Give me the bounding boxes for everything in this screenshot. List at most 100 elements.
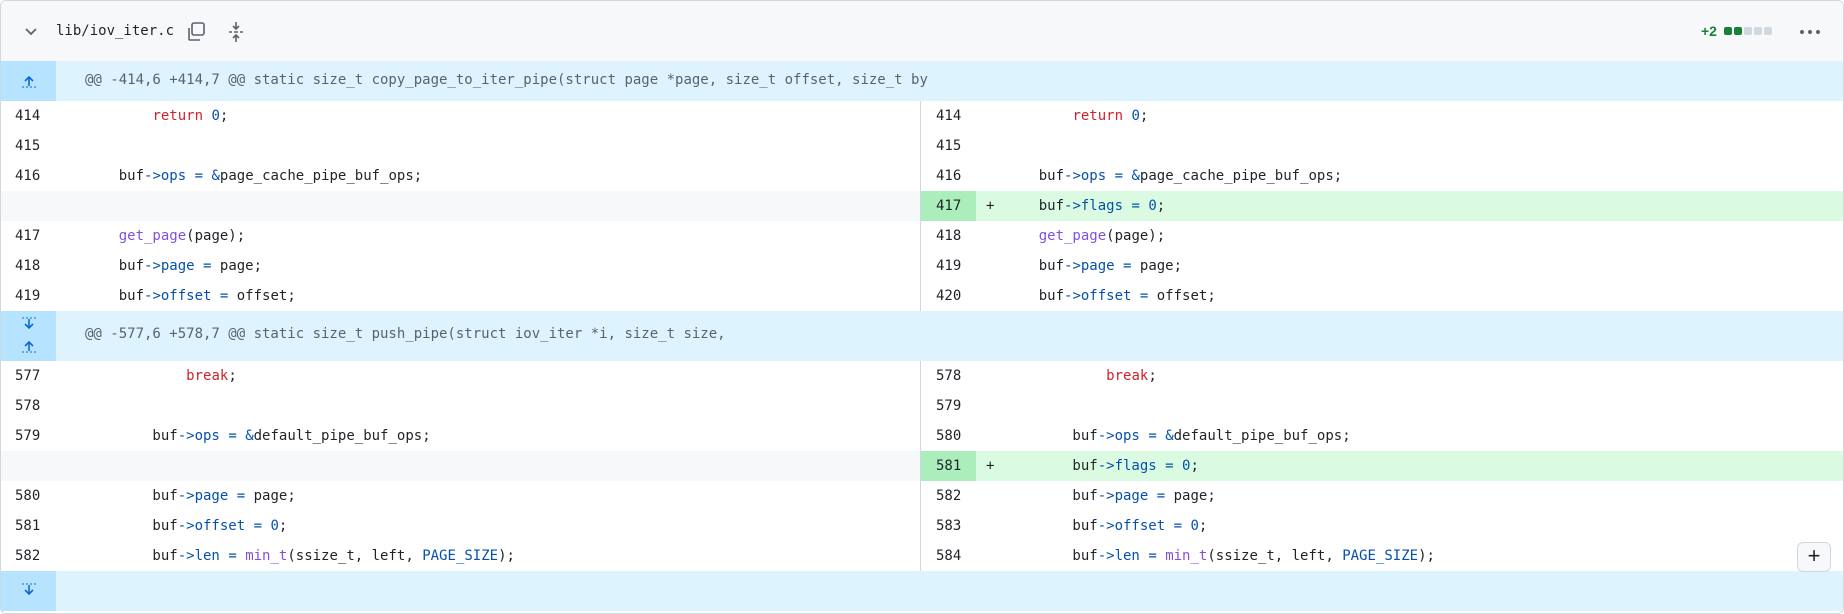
left-line-number[interactable]: 580: [15, 488, 41, 504]
left-code: buf->offset = offset;: [85, 288, 296, 304]
diffstat-label: +2: [1701, 23, 1717, 39]
diff-row: 580 buf->page = page; 582 buf->page = pag…: [1, 481, 1843, 511]
expand-gutter[interactable]: [1, 61, 56, 101]
expand-up-icon[interactable]: [20, 74, 38, 93]
split-divider: [920, 251, 921, 281]
split-divider: [920, 221, 921, 251]
right-line-number[interactable]: 580: [936, 428, 962, 444]
left-line-number[interactable]: 581: [15, 518, 41, 534]
right-line-number[interactable]: 418: [936, 228, 962, 244]
empty-cell: [1, 451, 920, 481]
left-code: return 0;: [152, 108, 229, 124]
right-code: break;: [1106, 368, 1157, 384]
left-line-number[interactable]: 582: [15, 548, 41, 564]
right-code: buf->ops = &default_pipe_buf_ops;: [1005, 428, 1351, 444]
left-code: buf->ops = &page_cache_pipe_buf_ops;: [85, 168, 423, 184]
right-code: buf->len = min_t(ssize_t, left, PAGE_SIZ…: [1005, 548, 1435, 564]
left-line-number[interactable]: 414: [15, 108, 41, 124]
split-divider: [920, 361, 921, 391]
added-marker: +: [986, 458, 995, 474]
file-header: lib/iov_iter.c +2: [1, 1, 1843, 62]
diff-row: 582 buf->len = min_t(ssize_t, left, PAGE…: [1, 541, 1843, 571]
file-path[interactable]: lib/iov_iter.c: [56, 23, 175, 39]
diff-row: 419 buf->offset = offset; 420 buf->offset…: [1, 281, 1843, 311]
expand-gutter[interactable]: [1, 571, 56, 611]
expand-down-icon[interactable]: [20, 317, 38, 336]
split-divider: [920, 391, 921, 421]
split-divider: [920, 161, 921, 191]
right-line-number[interactable]: 579: [936, 398, 962, 414]
diffstat-square: [1763, 27, 1772, 35]
left-code: break;: [186, 368, 237, 384]
split-divider: [920, 281, 921, 311]
diff-row: 417 get_page(page); 418 get_page(page);: [1, 221, 1843, 251]
right-line-number[interactable]: 419: [936, 258, 962, 274]
right-line-number[interactable]: 578: [936, 368, 962, 384]
right-line-number[interactable]: 582: [936, 488, 962, 504]
left-line-number[interactable]: 416: [15, 168, 41, 184]
left-code: buf->page = page;: [85, 258, 263, 274]
right-code: buf->offset = offset;: [1005, 288, 1216, 304]
left-code: buf->len = min_t(ssize_t, left, PAGE_SIZ…: [85, 548, 515, 564]
kebab-horizontal-icon[interactable]: [1797, 21, 1823, 43]
diff-row: 416 buf->ops = &page_cache_pipe_buf_ops;…: [1, 161, 1843, 191]
split-divider: [920, 511, 921, 541]
diff-row-added: +581 buf->flags = 0;: [1, 451, 1843, 481]
added-code-bg: [976, 451, 1843, 481]
left-line-number[interactable]: 419: [15, 288, 41, 304]
right-line-number[interactable]: 416: [936, 168, 962, 184]
left-line-number[interactable]: 415: [15, 138, 41, 154]
diffstat-square: [1733, 27, 1742, 35]
expand-up-icon[interactable]: [20, 339, 38, 358]
right-line-number[interactable]: 583: [936, 518, 962, 534]
added-code-bg: [976, 191, 1843, 221]
diffstat-square: [1753, 27, 1762, 35]
added-line-number-bg: [921, 191, 976, 221]
hunk-header: @@ -577,6 +578,7 @@ static size_t push_p…: [1, 311, 1843, 361]
split-divider: [920, 481, 921, 511]
diffstat-bar: [1723, 27, 1772, 35]
diffstat-square: [1743, 27, 1752, 35]
unfold-icon[interactable]: [225, 21, 247, 43]
diff-row: 581 buf->offset = 0;583 buf->offset = 0;: [1, 511, 1843, 541]
split-divider: [920, 191, 921, 221]
diff-row: 414 return 0; 414 return 0;: [1, 101, 1843, 131]
expand-gutter[interactable]: [1, 311, 56, 361]
right-line-number[interactable]: 414: [936, 108, 962, 124]
right-line-number[interactable]: 415: [936, 138, 962, 154]
right-line-number[interactable]: 581: [936, 458, 962, 474]
split-divider: [920, 131, 921, 161]
diff-table: @@ -414,6 +414,7 @@ static size_t copy_p…: [1, 61, 1843, 611]
diff-row: 577 break; 578 break;: [1, 361, 1843, 391]
left-line-number[interactable]: 418: [15, 258, 41, 274]
right-code: get_page(page);: [1038, 228, 1166, 244]
right-code: buf->ops = &page_cache_pipe_buf_ops;: [1005, 168, 1343, 184]
expand-down-icon[interactable]: [20, 583, 38, 602]
diffstat-square: [1723, 27, 1732, 35]
left-code: buf->page = page;: [85, 488, 296, 504]
hunk-header-text: @@ -414,6 +414,7 @@ static size_t copy_p…: [85, 72, 928, 88]
right-code: buf->page = page;: [1005, 258, 1183, 274]
right-code: return 0;: [1072, 108, 1149, 124]
added-marker: +: [986, 198, 995, 214]
add-comment-button[interactable]: +: [1797, 542, 1831, 572]
split-divider: [920, 421, 921, 451]
left-line-number[interactable]: 577: [15, 368, 41, 384]
left-line-number[interactable]: 417: [15, 228, 41, 244]
left-line-number[interactable]: 578: [15, 398, 41, 414]
right-code: buf->page = page;: [1005, 488, 1216, 504]
diff-row: 579 buf->ops = &default_pipe_buf_ops; 580…: [1, 421, 1843, 451]
added-line-number-bg: [921, 451, 976, 481]
right-line-number[interactable]: 420: [936, 288, 962, 304]
left-line-number[interactable]: 579: [15, 428, 41, 444]
right-line-number[interactable]: 584: [936, 548, 962, 564]
right-line-number[interactable]: 417: [936, 198, 962, 214]
hunk-header: @@ -414,6 +414,7 @@ static size_t copy_p…: [1, 61, 1843, 101]
left-code: get_page(page);: [118, 228, 246, 244]
left-code: buf->offset = 0;: [85, 518, 288, 534]
copy-icon[interactable]: [185, 21, 207, 43]
right-code: buf->flags = 0;: [1005, 458, 1199, 474]
chevron-down-icon[interactable]: [21, 21, 41, 41]
left-code: buf->ops = &default_pipe_buf_ops;: [85, 428, 431, 444]
